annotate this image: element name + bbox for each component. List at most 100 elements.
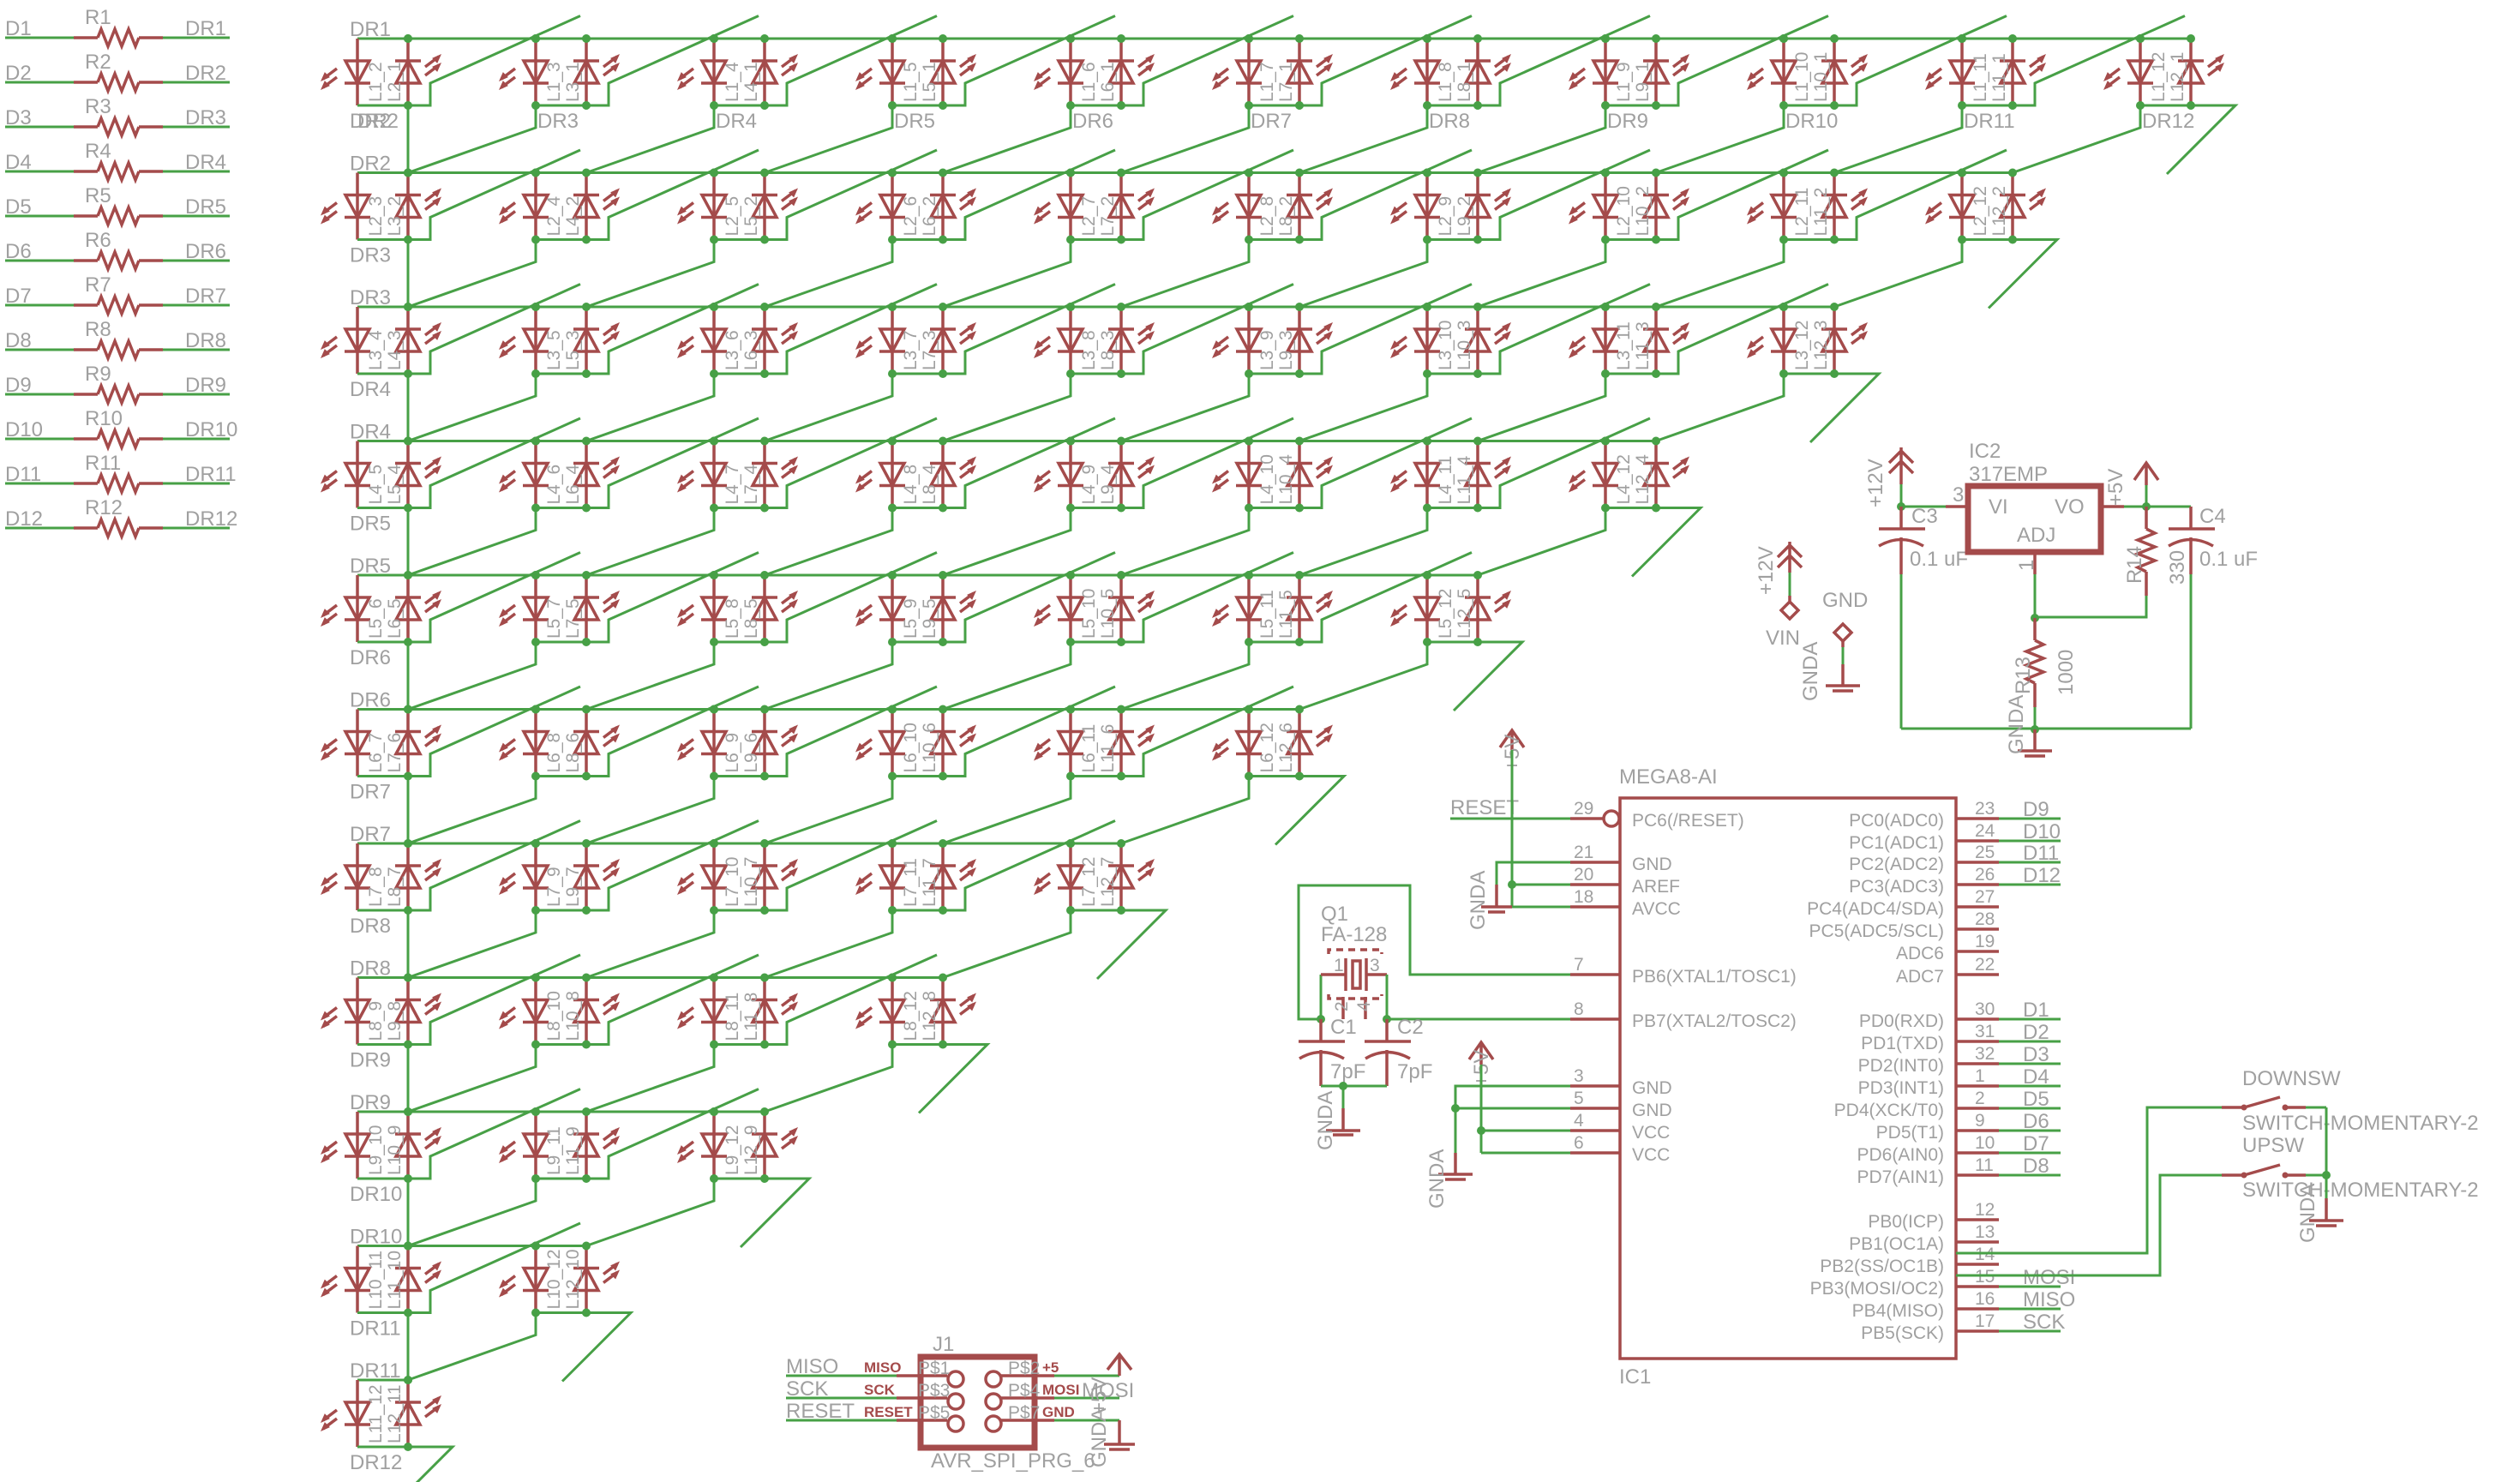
mcu-ic1[interactable]: MEGA8-AI IC1 29PC6(/RESET)21GND20AREF18A… bbox=[1425, 727, 2076, 1389]
led-l8-6[interactable] bbox=[572, 709, 620, 777]
led-l5-2[interactable] bbox=[750, 172, 798, 240]
resistor-r2[interactable] bbox=[74, 69, 163, 95]
led-l4-2[interactable] bbox=[572, 172, 620, 240]
led-l11-2[interactable] bbox=[1820, 172, 1868, 240]
led-l1-7[interactable] bbox=[1212, 39, 1263, 105]
led-l11-1[interactable] bbox=[1998, 39, 2046, 105]
capacitor-c1[interactable] bbox=[1299, 1019, 1345, 1086]
led-l7-10[interactable] bbox=[677, 843, 729, 910]
resistor-r10[interactable] bbox=[74, 426, 163, 452]
led-l7-8[interactable] bbox=[321, 843, 372, 910]
led-l4-8[interactable] bbox=[855, 441, 907, 508]
led-l9-5[interactable] bbox=[928, 575, 976, 642]
led-l3-6[interactable] bbox=[677, 307, 729, 374]
capacitor-c4[interactable] bbox=[2168, 507, 2215, 574]
led-l6-3[interactable] bbox=[750, 307, 798, 374]
led-l12-11[interactable] bbox=[393, 1380, 441, 1447]
led-l8-3[interactable] bbox=[1107, 307, 1155, 374]
led-l8-11[interactable] bbox=[677, 977, 729, 1045]
led-l11-5[interactable] bbox=[1285, 575, 1333, 642]
led-l7-3[interactable] bbox=[928, 307, 976, 374]
led-l10-9[interactable] bbox=[393, 1112, 441, 1179]
resistor-r4[interactable] bbox=[74, 159, 163, 184]
regulator-ic2[interactable]: +12V 3 C3 0.1 uF 317EMP IC2 VI VO ADJ 1 bbox=[1864, 440, 2258, 758]
led-l10-4[interactable] bbox=[1285, 441, 1333, 508]
led-l12-7[interactable] bbox=[1107, 843, 1155, 910]
led-l12-1[interactable] bbox=[2176, 39, 2224, 105]
resistor-r11[interactable] bbox=[74, 471, 163, 496]
led-l12-3[interactable] bbox=[1820, 307, 1868, 374]
led-l1-5[interactable] bbox=[855, 39, 907, 105]
led-l5-7[interactable] bbox=[499, 575, 550, 642]
led-l1-12[interactable] bbox=[2103, 39, 2155, 105]
led-l9-2[interactable] bbox=[1463, 172, 1511, 240]
led-l9-6[interactable] bbox=[750, 709, 798, 777]
led-l5-12[interactable] bbox=[1390, 575, 1442, 642]
led-l9-12[interactable] bbox=[677, 1112, 729, 1179]
led-l9-10[interactable] bbox=[321, 1112, 372, 1179]
led-l5-4[interactable] bbox=[393, 441, 441, 508]
led-l2-12[interactable] bbox=[1925, 172, 1977, 240]
led-l12-8[interactable] bbox=[928, 977, 976, 1045]
led-l12-2[interactable] bbox=[1998, 172, 2046, 240]
led-l7-11[interactable] bbox=[855, 843, 907, 910]
led-l11-10[interactable] bbox=[393, 1245, 441, 1313]
led-l10-1[interactable] bbox=[1820, 39, 1868, 105]
led-l9-7[interactable] bbox=[572, 843, 620, 910]
led-l2-5[interactable] bbox=[677, 172, 729, 240]
led-l1-9[interactable] bbox=[1569, 39, 1620, 105]
led-l10-8[interactable] bbox=[572, 977, 620, 1045]
led-l7-5[interactable] bbox=[572, 575, 620, 642]
led-l11-9[interactable] bbox=[572, 1112, 620, 1179]
led-l3-8[interactable] bbox=[1034, 307, 1085, 374]
switch-downsw[interactable]: DOWNSW SWITCH-MOMENTARY-2 bbox=[1956, 1067, 2479, 1255]
led-l6-4[interactable] bbox=[572, 441, 620, 508]
led-l6-12[interactable] bbox=[1212, 709, 1263, 777]
led-l5-8[interactable] bbox=[677, 575, 729, 642]
led-l4-3[interactable] bbox=[393, 307, 441, 374]
led-l4-1[interactable] bbox=[750, 39, 798, 105]
capacitor-c3[interactable] bbox=[1878, 507, 1925, 574]
led-l5-1[interactable] bbox=[928, 39, 976, 105]
led-l8-1[interactable] bbox=[1463, 39, 1511, 105]
led-l11-6[interactable] bbox=[1107, 709, 1155, 777]
resistor-r9[interactable] bbox=[74, 381, 163, 407]
led-l9-4[interactable] bbox=[1107, 441, 1155, 508]
resistor-r6[interactable] bbox=[74, 248, 163, 273]
resistor-r3[interactable] bbox=[74, 114, 163, 140]
led-l5-6[interactable] bbox=[321, 575, 372, 642]
led-l2-1[interactable] bbox=[393, 39, 441, 105]
resistor-r12[interactable] bbox=[74, 515, 163, 541]
led-l2-11[interactable] bbox=[1747, 172, 1798, 240]
switch-upsw[interactable]: UPSW SWITCH-MOMENTARY-2 bbox=[1956, 1134, 2479, 1277]
led-l10-6[interactable] bbox=[928, 709, 976, 777]
led-l3-11[interactable] bbox=[1569, 307, 1620, 374]
led-l6-1[interactable] bbox=[1107, 39, 1155, 105]
led-l3-10[interactable] bbox=[1390, 307, 1442, 374]
